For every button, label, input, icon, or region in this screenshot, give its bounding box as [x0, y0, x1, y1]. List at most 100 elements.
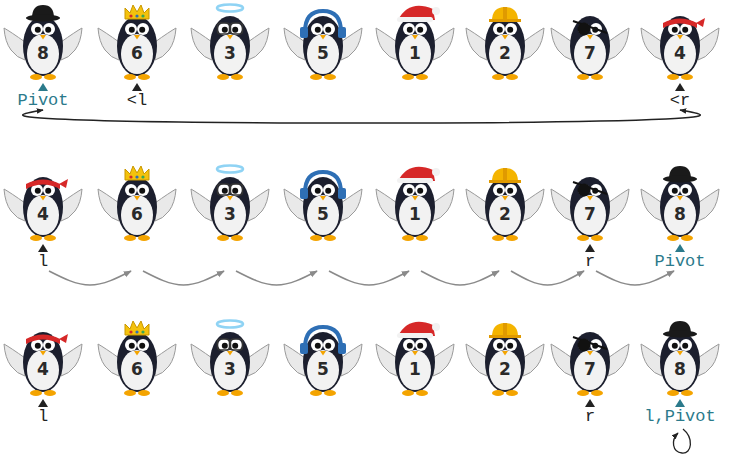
pointer-triangle [674, 399, 686, 407]
penguin-figure [465, 2, 545, 82]
penguin-node: 1 [375, 318, 455, 426]
penguin-node: 4 <r [640, 2, 720, 110]
value-number: 6 [97, 359, 177, 379]
pointer-area [283, 243, 363, 271]
penguin: 6 [97, 318, 177, 398]
self-loop-arrow [673, 429, 690, 453]
penguin: 1 [375, 318, 455, 398]
penguin-figure [97, 2, 177, 82]
penguin-figure [283, 163, 363, 243]
penguin-figure [550, 163, 630, 243]
penguin: 8 [3, 2, 83, 82]
penguin-figure [375, 318, 455, 398]
pointer-triangle [584, 399, 596, 407]
pointer-triangle [674, 244, 686, 252]
value-number: 8 [3, 43, 83, 63]
pointer-label: l,Pivot [644, 407, 715, 426]
pointer-area: l [3, 398, 83, 426]
value-number: 2 [465, 43, 545, 63]
value-number: 5 [283, 204, 363, 224]
penguin-figure [465, 163, 545, 243]
value-number: 6 [97, 43, 177, 63]
penguin-node: 7r [550, 163, 630, 271]
pointer-label: l [38, 407, 48, 426]
pointer-area [283, 398, 363, 426]
pointer-area [375, 243, 455, 271]
value-number: 1 [375, 359, 455, 379]
pointer-area [465, 82, 545, 110]
penguin: 7 [550, 318, 630, 398]
value-number: 3 [190, 204, 270, 224]
penguin-node: 6 [97, 163, 177, 271]
pointer-area: <l [97, 82, 177, 110]
penguin-figure [465, 318, 545, 398]
pointer-area [190, 82, 270, 110]
penguin: 5 [283, 2, 363, 82]
penguin: 1 [375, 2, 455, 82]
penguin-figure [375, 163, 455, 243]
scan-arrow [143, 271, 224, 285]
value-number: 3 [190, 359, 270, 379]
swap-arrow [23, 110, 701, 123]
value-number: 4 [3, 204, 83, 224]
pointer-area: Pivot [640, 243, 720, 271]
value-number: 2 [465, 359, 545, 379]
penguin-figure [97, 318, 177, 398]
penguin-node: 8Pivot [3, 2, 83, 110]
pointer-area: r [550, 398, 630, 426]
penguin-node: 4l [3, 318, 83, 426]
penguin: 2 [465, 318, 545, 398]
value-number: 8 [640, 204, 720, 224]
penguin: 2 [465, 163, 545, 243]
penguin-node: 3 [190, 318, 270, 426]
penguin-node: 8 l,Pivot [640, 318, 720, 426]
scan-arrow [421, 271, 499, 285]
penguin-figure [3, 163, 83, 243]
scan-arrow [596, 271, 674, 285]
penguin-figure [550, 318, 630, 398]
penguin-figure [283, 2, 363, 82]
penguin-node: 2 [465, 318, 545, 426]
penguin-node: 2 [465, 163, 545, 271]
pointer-triangle [37, 399, 49, 407]
penguin-node: 1 [375, 163, 455, 271]
pointer-label: <l [127, 91, 147, 110]
penguin: 7 [550, 2, 630, 82]
pointer-triangle [584, 244, 596, 252]
penguin-figure [550, 2, 630, 82]
pointer-label: r [585, 252, 595, 271]
scan-arrow [49, 271, 131, 285]
penguin-node: 5 [283, 318, 363, 426]
penguin-figure [3, 318, 83, 398]
penguin: 4 [640, 2, 720, 82]
pointer-label: Pivot [17, 91, 68, 110]
penguin-figure [640, 2, 720, 82]
value-number: 1 [375, 43, 455, 63]
pointer-triangle [37, 244, 49, 252]
value-number: 7 [550, 43, 630, 63]
penguin-figure [190, 318, 270, 398]
penguin: 6 [97, 163, 177, 243]
penguin-node: 3 [190, 163, 270, 271]
scan-arrow [329, 271, 409, 285]
penguin-node: 5 [283, 2, 363, 110]
penguin: 2 [465, 2, 545, 82]
penguin-node: 6 [97, 318, 177, 426]
pointer-area: Pivot [3, 82, 83, 110]
pointer-label: l [38, 252, 48, 271]
pointer-triangle [674, 83, 686, 91]
pointer-area [190, 243, 270, 271]
value-number: 5 [283, 359, 363, 379]
pointer-area [97, 398, 177, 426]
value-number: 1 [375, 204, 455, 224]
pointer-area: <r [640, 82, 720, 110]
penguin: 5 [283, 318, 363, 398]
penguin: 8 [640, 318, 720, 398]
value-number: 4 [3, 359, 83, 379]
value-number: 3 [190, 43, 270, 63]
pointer-area [550, 82, 630, 110]
value-number: 6 [97, 204, 177, 224]
pointer-label: <r [670, 91, 690, 110]
pointer-area: l [3, 243, 83, 271]
